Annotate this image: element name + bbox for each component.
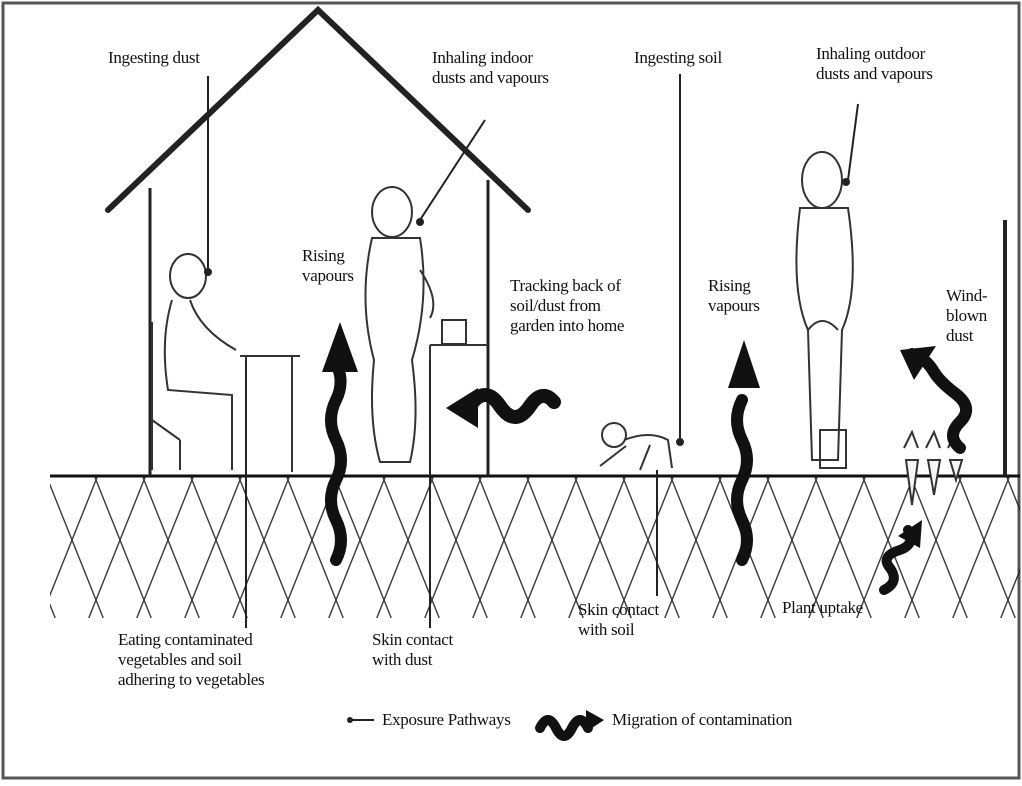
label-plant-uptake: Plant uptake [782,598,863,618]
migration-arrow-tracking [446,388,554,428]
legend-exposure-symbol [347,717,374,723]
label-ingesting-dust: Ingesting dust [108,48,200,68]
legend-migration-symbol [540,710,604,736]
label-rising-vapours-indoor: Rising vapours [302,246,354,286]
crawling-child-figure [600,423,672,470]
label-skin-contact-soil: Skin contact with soil [578,600,659,640]
seated-person-figure [152,254,236,470]
legend-migration: Migration of contamination [612,710,792,730]
label-tracking-back: Tracking back of soil/dust from garden i… [510,276,624,336]
label-inhaling-indoor: Inhaling indoor dusts and vapours [432,48,549,88]
label-inhaling-outdoor: Inhaling outdoor dusts and vapours [816,44,933,84]
label-skin-contact-dust: Skin contact with dust [372,630,453,670]
standing-adult-figure [365,187,433,462]
soil-hatch [50,476,1020,618]
label-rising-vapours-outdoor: Rising vapours [708,276,760,316]
outdoor-person-figure [796,152,852,468]
label-eating-contaminated: Eating contaminated vegetables and soil … [118,630,264,690]
label-wind-blown-dust: Wind- blown dust [946,286,987,346]
label-ingesting-soil: Ingesting soil [634,48,722,68]
table [240,356,300,472]
pot [442,320,466,344]
legend-exposure-pathways: Exposure Pathways [382,710,511,730]
